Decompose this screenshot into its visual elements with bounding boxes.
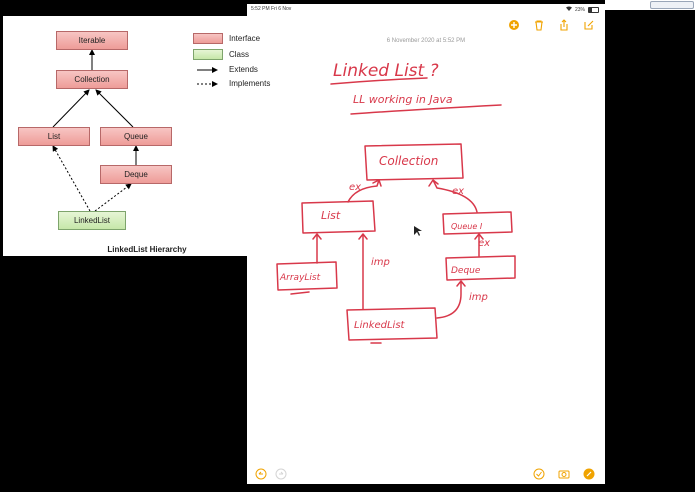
legend-implements-label: Implements bbox=[229, 79, 271, 88]
ink-collection: Collection bbox=[379, 154, 438, 168]
ink-subtitle-underline bbox=[350, 104, 502, 115]
ink-ex-queue: ex bbox=[452, 186, 464, 197]
ink-title-underline bbox=[330, 77, 428, 85]
ink-box-linkedlist bbox=[346, 307, 438, 341]
trash-icon[interactable] bbox=[533, 19, 545, 31]
ink-subtitle: LL working in Java bbox=[353, 93, 453, 106]
ink-ex-deque: ex bbox=[478, 238, 490, 249]
ink-arrow-queue-collection bbox=[428, 179, 478, 213]
ink-arrow-linkedlist-list bbox=[358, 233, 368, 310]
ink-imp-left: imp bbox=[371, 257, 390, 268]
edge-queue-collection bbox=[95, 89, 134, 128]
ink-box-list bbox=[301, 200, 376, 234]
redo-icon[interactable] bbox=[275, 468, 287, 480]
ink-arrow-linkedlist-deque bbox=[436, 280, 466, 319]
ink-arrow-arraylist-list bbox=[312, 233, 322, 264]
wifi-icon bbox=[565, 6, 572, 13]
share-icon[interactable] bbox=[558, 19, 570, 31]
cursor-icon bbox=[414, 226, 422, 236]
battery-icon bbox=[588, 6, 599, 13]
notes-app: 5:52 PM Fri 6 Nov 23% 6 November 2020 at… bbox=[247, 4, 605, 484]
node-queue: Queue bbox=[100, 127, 172, 146]
legend-interface-label: Interface bbox=[229, 34, 261, 43]
node-iterable: Iterable bbox=[56, 31, 128, 50]
top-toolbar bbox=[508, 19, 595, 31]
handwriting-canvas[interactable]: Linked List ? LL working in Java Collect… bbox=[247, 4, 605, 484]
node-linkedlist: LinkedList bbox=[58, 211, 126, 230]
checklist-icon[interactable] bbox=[533, 468, 545, 480]
pen-icon[interactable] bbox=[583, 468, 595, 480]
ink-box-queue bbox=[442, 211, 513, 235]
browser-tab[interactable] bbox=[650, 1, 694, 9]
ink-list: List bbox=[321, 209, 341, 222]
status-bar: 5:52 PM Fri 6 Nov 23% bbox=[247, 4, 605, 16]
node-collection: Collection bbox=[56, 70, 128, 89]
ink-tick-arraylist bbox=[290, 291, 310, 295]
add-collaborator-icon[interactable] bbox=[508, 19, 520, 31]
legend-interface-swatch bbox=[193, 33, 223, 44]
hierarchy-diagram: Iterable Collection List Queue Deque Lin… bbox=[3, 16, 291, 256]
legend-class-label: Class bbox=[229, 50, 250, 59]
camera-icon[interactable] bbox=[558, 468, 570, 480]
battery-percent: 23% bbox=[574, 6, 585, 13]
ink-ex-list: ex bbox=[349, 182, 361, 193]
node-deque: Deque bbox=[100, 165, 172, 184]
legend-class-swatch bbox=[193, 49, 223, 60]
ink-box-collection bbox=[364, 143, 464, 181]
note-date: 6 November 2020 at 5:52 PM bbox=[386, 38, 466, 44]
edge-linkedlist-list bbox=[52, 145, 91, 212]
ink-linkedlist: LinkedList bbox=[354, 320, 406, 331]
edge-list-collection bbox=[52, 89, 90, 128]
diagram-connectors bbox=[52, 49, 218, 212]
ink-title: Linked List ? bbox=[333, 61, 439, 81]
node-list: List bbox=[18, 127, 90, 146]
undo-icon[interactable] bbox=[255, 468, 267, 480]
status-indicators: 23% bbox=[565, 6, 599, 13]
ink-arraylist: ArrayList bbox=[279, 273, 321, 283]
ink-queue: Queue I bbox=[451, 222, 483, 231]
bottom-toolbar-right bbox=[533, 468, 595, 480]
compose-icon[interactable] bbox=[583, 19, 595, 31]
ink-arrow-list-collection bbox=[347, 179, 382, 203]
ink-imp-right: imp bbox=[469, 292, 488, 303]
diagram-caption: LinkedList Hierarchy bbox=[107, 245, 187, 254]
legend-extends-label: Extends bbox=[229, 65, 258, 74]
ink-deque: Deque bbox=[451, 266, 481, 276]
edge-linkedlist-deque bbox=[94, 183, 132, 212]
bottom-toolbar-left bbox=[255, 468, 287, 480]
status-time: 5:52 PM Fri 6 Nov bbox=[251, 6, 292, 12]
ink-arrow-deque-queue bbox=[474, 233, 484, 257]
ink-box-deque bbox=[445, 255, 516, 281]
